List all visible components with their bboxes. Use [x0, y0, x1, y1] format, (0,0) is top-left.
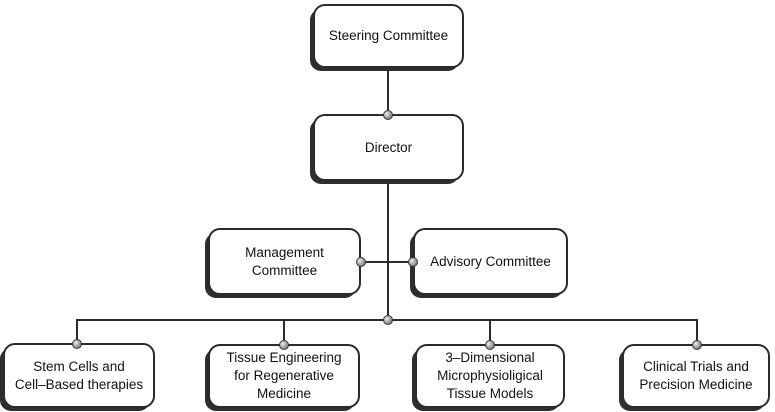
node-clinical-trials: Clinical Trials and Precision Medicine — [622, 344, 770, 408]
node-director: Director — [313, 114, 464, 181]
node-tissue-engineering: Tissue Engineering for Regenerative Medi… — [208, 344, 360, 408]
connector-drop-tissue-engineering — [282, 319, 285, 345]
node-tissue-engineering-label: Tissue Engineering for Regenerative Medi… — [226, 350, 342, 401]
connector-drop-microphysiological — [488, 319, 491, 345]
node-management-committee: Management Committee — [208, 228, 361, 295]
node-director-label: Director — [364, 139, 413, 155]
connection-dot-microphysiological-top — [485, 340, 495, 350]
connector-director-junction — [386, 181, 389, 321]
connection-dot-stem-cells-top — [72, 339, 82, 349]
node-microphysiological-models: 3–Dimensional Microphysioligical Tissue … — [415, 344, 565, 408]
node-steering-committee: Steering Committee — [313, 4, 464, 68]
connection-dot-tissue-engineering-top — [279, 340, 289, 350]
node-advisory-committee: Advisory Committee — [413, 228, 568, 295]
connection-dot-management-right — [356, 257, 366, 267]
connection-dot-clinical-trials-top — [692, 340, 702, 350]
connection-dot-director-top — [383, 109, 393, 120]
node-stem-cells: Stem Cells and Cell–Based therapies — [3, 343, 155, 408]
node-management-committee-label: Management Committee — [245, 244, 324, 278]
connection-dot-advisory-left — [408, 257, 418, 267]
connection-dot-bus-junction — [383, 315, 393, 325]
connector-drop-stem-cells — [75, 319, 78, 344]
connector-drop-clinical-trials — [695, 319, 698, 345]
node-microphysiological-models-label: 3–Dimensional Microphysioligical Tissue … — [437, 350, 543, 401]
connector-management-advisory — [361, 260, 413, 263]
node-clinical-trials-label: Clinical Trials and Precision Medicine — [639, 359, 753, 392]
node-stem-cells-label: Stem Cells and Cell–Based therapies — [14, 358, 144, 392]
connector-steering-director — [386, 68, 389, 114]
node-steering-committee-label: Steering Committee — [328, 28, 449, 44]
node-advisory-committee-label: Advisory Committee — [430, 253, 551, 269]
